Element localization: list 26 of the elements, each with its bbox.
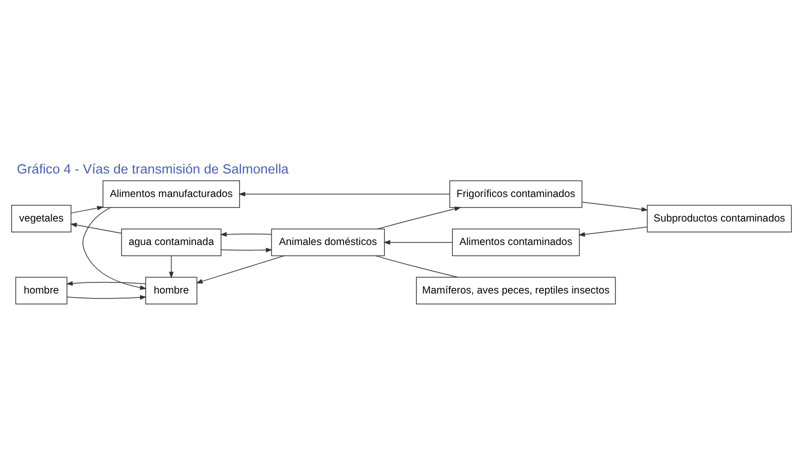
arrow — [238, 191, 450, 196]
connector — [375, 254, 458, 278]
arrow — [376, 206, 462, 229]
arrow — [220, 232, 272, 236]
node-box: hombre — [15, 276, 68, 304]
node-box: hombre — [145, 276, 198, 304]
node-box: Mamíferos, aves peces, reptiles insectos — [416, 276, 616, 304]
diagram-title: Gráfico 4 - Vías de transmisión de Salmonella — [16, 161, 289, 176]
node-box: Alimentos contaminados — [452, 228, 580, 256]
node-box: agua contaminada — [121, 228, 222, 256]
node-box: Animales domésticos — [271, 228, 385, 256]
arrow — [82, 206, 147, 290]
arrow — [578, 226, 648, 236]
arrow — [220, 247, 273, 252]
arrow — [70, 205, 104, 213]
arrow — [582, 201, 648, 212]
node-box: Frigoríficos contaminados — [449, 180, 582, 208]
arrow — [66, 294, 147, 300]
arrow — [168, 255, 174, 278]
node-box: Alimentos manufacturados — [102, 180, 240, 208]
arrow — [70, 222, 122, 234]
arrow — [66, 280, 146, 286]
node-box: vegetales — [11, 204, 72, 232]
arrow — [196, 254, 285, 283]
node-box: Subproductos contaminados — [646, 204, 792, 232]
arrow — [384, 240, 452, 244]
